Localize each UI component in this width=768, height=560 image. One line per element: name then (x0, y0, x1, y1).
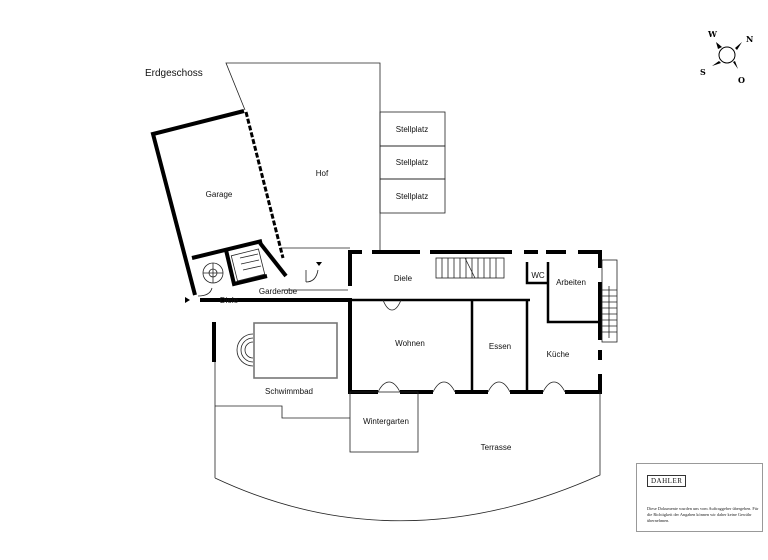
room-label-garage: Garage (206, 190, 233, 199)
room-label-garderobe: Garderobe (259, 287, 298, 296)
room-label-wohnen: Wohnen (395, 339, 425, 348)
room-label-stellplatz-1: Stellplatz (396, 125, 428, 134)
exterior-staircase (601, 259, 618, 343)
compass-west: W (707, 29, 718, 39)
room-label-hof: Hof (316, 169, 329, 178)
dahler-logo: DAHLER (647, 475, 687, 487)
compass-east: O (738, 75, 745, 85)
room-label-diele: Diele (394, 274, 413, 283)
disclaimer-box: DAHLER Diese Dokumente wurden uns vom Au… (636, 463, 763, 532)
disclaimer-text: Diese Dokumente wurden uns vom Auftragge… (647, 506, 759, 523)
house-walls (348, 250, 602, 394)
courtyard-outline (225, 62, 381, 250)
garage-staircase (230, 248, 266, 282)
room-label-wc: WC (531, 271, 545, 280)
room-label-diele-small: Diele (220, 296, 239, 305)
floor-title: Erdgeschoss (145, 68, 203, 79)
room-label-wintergarten: Wintergarten (363, 417, 409, 426)
room-label-arbeiten: Arbeiten (556, 278, 586, 287)
room-label-schwimmbad: Schwimmbad (265, 387, 313, 396)
room-label-stellplatz-3: Stellplatz (396, 192, 428, 201)
terrace-outline (214, 392, 601, 522)
compass-icon: W N S O (700, 29, 753, 85)
wintergarten-outline (349, 391, 419, 453)
garage-walls (150, 109, 288, 296)
room-label-kueche: Küche (547, 350, 570, 359)
parking-spaces (379, 111, 446, 214)
room-label-terrasse: Terrasse (481, 443, 512, 452)
spiral-staircase (202, 262, 224, 284)
room-label-essen: Essen (489, 342, 511, 351)
pool-area (212, 300, 352, 478)
main-staircase (435, 257, 505, 279)
corridor-walls (185, 262, 350, 303)
compass-south: S (700, 67, 706, 77)
compass-north: N (746, 34, 753, 44)
room-label-stellplatz-2: Stellplatz (396, 158, 428, 167)
